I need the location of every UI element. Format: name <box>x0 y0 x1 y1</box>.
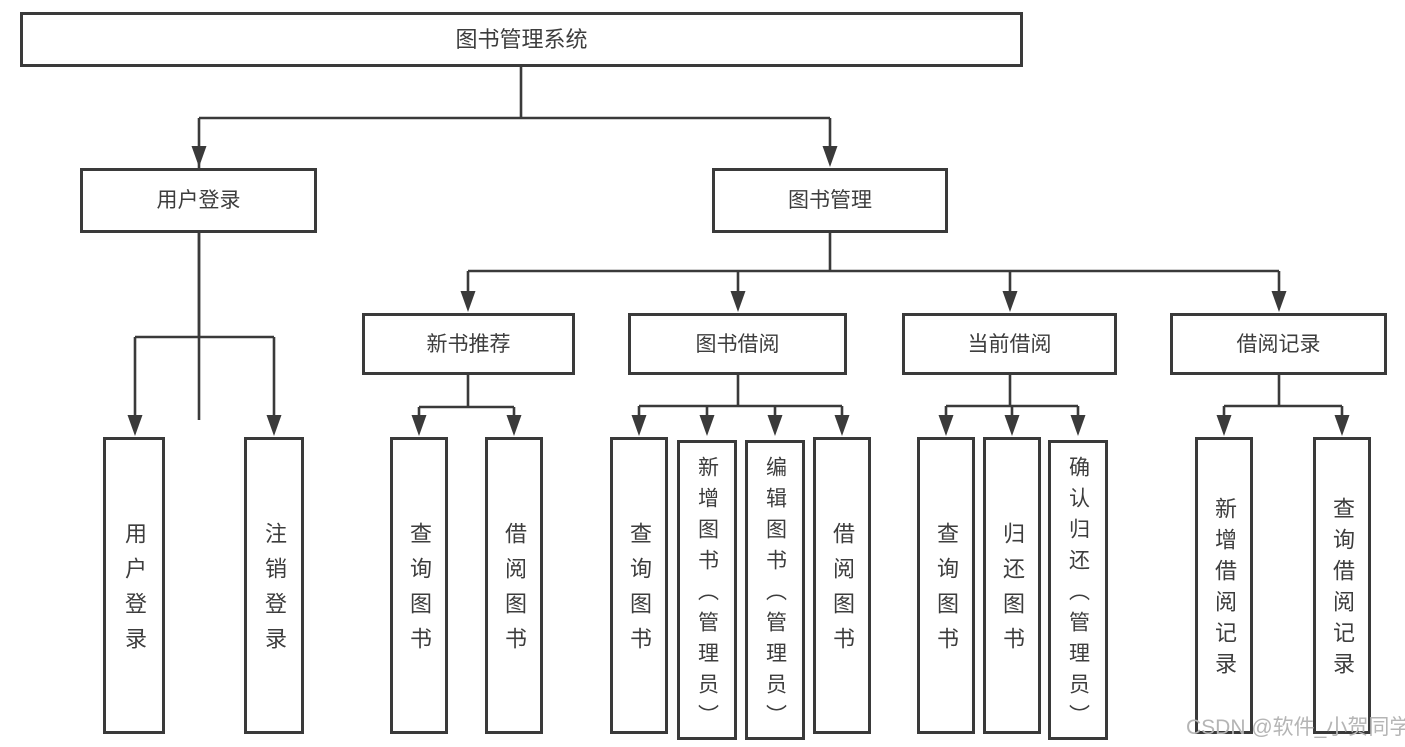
arrowhead-icon <box>1216 415 1232 436</box>
node-user-login: 用户登录 <box>80 168 317 233</box>
leaf-query-book-current: 查询图书 <box>917 437 975 734</box>
leaf-borrow-book-label: 借阅图书 <box>830 522 855 662</box>
arrowhead-icon <box>1004 415 1020 436</box>
leaf-return-book-label: 归还图书 <box>1000 522 1025 662</box>
csdn-watermark: CSDN @软件_小贺同学 <box>1186 716 1405 739</box>
leaf-confirm-return-admin-label: 确认归还（管理员） <box>1066 455 1090 735</box>
leaf-confirm-return-admin: 确认归还（管理员） <box>1048 440 1108 740</box>
arrowhead-icon <box>1002 291 1018 312</box>
leaf-borrow-book: 借阅图书 <box>813 437 871 734</box>
connector-root-to-level2 <box>197 67 832 420</box>
connector-mgmt-to-level3 <box>466 233 1281 295</box>
arrowhead-icon <box>506 415 522 436</box>
node-new-book-recommend: 新书推荐 <box>362 313 575 375</box>
arrowhead-icon <box>631 415 647 436</box>
connector-records-to-leaves <box>1222 375 1344 420</box>
node-library-system-label: 图书管理系统 <box>455 26 588 52</box>
leaf-query-book-newbook-label: 查询图书 <box>407 522 432 662</box>
node-book-management-label: 图书管理 <box>788 189 872 212</box>
leaf-return-book: 归还图书 <box>983 437 1041 734</box>
leaf-add-book-admin-label: 新增图书（管理员） <box>695 455 719 735</box>
node-book-borrow: 图书借阅 <box>628 313 847 375</box>
node-borrow-records-label: 借阅记录 <box>1236 332 1321 356</box>
leaf-logout: 注销登录 <box>244 437 304 734</box>
node-borrow-records: 借阅记录 <box>1170 313 1387 375</box>
arrowhead-icon <box>191 146 207 167</box>
arrowhead-icon <box>834 415 850 436</box>
leaf-query-book-current-label: 查询图书 <box>934 522 959 662</box>
leaf-query-borrow-record-label: 查询借阅记录 <box>1330 497 1355 683</box>
node-book-borrow-label: 图书借阅 <box>695 332 780 356</box>
leaf-logout-label: 注销登录 <box>262 522 287 662</box>
leaf-query-book-borrow: 查询图书 <box>610 437 668 734</box>
leaf-edit-book-admin-label: 编辑图书（管理员） <box>763 455 787 735</box>
node-current-borrow-label: 当前借阅 <box>967 332 1052 356</box>
arrowhead-icon <box>460 291 476 312</box>
arrowhead-icon <box>1070 415 1086 436</box>
arrowhead-icon <box>767 415 783 436</box>
leaf-add-borrow-record-label: 新增借阅记录 <box>1212 497 1237 683</box>
arrowhead-icon <box>411 415 427 436</box>
connector-newbook-to-leaves <box>417 375 516 420</box>
leaf-edit-book-admin: 编辑图书（管理员） <box>745 440 805 740</box>
leaf-add-borrow-record: 新增借阅记录 <box>1195 437 1253 734</box>
arrowhead-icon <box>266 415 282 436</box>
connector-userlogin-to-leaves <box>133 233 276 420</box>
leaf-query-borrow-record: 查询借阅记录 <box>1313 437 1371 734</box>
leaf-query-book-newbook: 查询图书 <box>390 437 448 734</box>
arrowhead-icon <box>730 291 746 312</box>
arrowhead-icon <box>127 415 143 436</box>
connector-current-to-leaves <box>944 375 1080 420</box>
leaf-borrow-book-newbook-label: 借阅图书 <box>502 522 527 662</box>
leaf-query-book-borrow-label: 查询图书 <box>627 522 652 662</box>
leaf-borrow-book-newbook: 借阅图书 <box>485 437 543 734</box>
arrowhead-icon <box>1271 291 1287 312</box>
arrowhead-icon <box>1334 415 1350 436</box>
node-new-book-recommend-label: 新书推荐 <box>426 332 511 356</box>
leaf-add-book-admin: 新增图书（管理员） <box>677 440 737 740</box>
leaf-user-login-label: 用户登录 <box>122 522 147 662</box>
arrowheads <box>127 146 1350 436</box>
node-current-borrow: 当前借阅 <box>902 313 1117 375</box>
arrowhead-icon <box>822 146 838 167</box>
node-library-system: 图书管理系统 <box>20 12 1023 67</box>
connector-paths <box>133 67 1344 420</box>
node-book-management: 图书管理 <box>712 168 948 233</box>
arrowhead-icon <box>699 415 715 436</box>
node-user-login-label: 用户登录 <box>156 189 241 212</box>
connector-borrow-to-leaves <box>637 375 844 420</box>
leaf-user-login: 用户登录 <box>103 437 165 734</box>
arrowhead-icon <box>938 415 954 436</box>
